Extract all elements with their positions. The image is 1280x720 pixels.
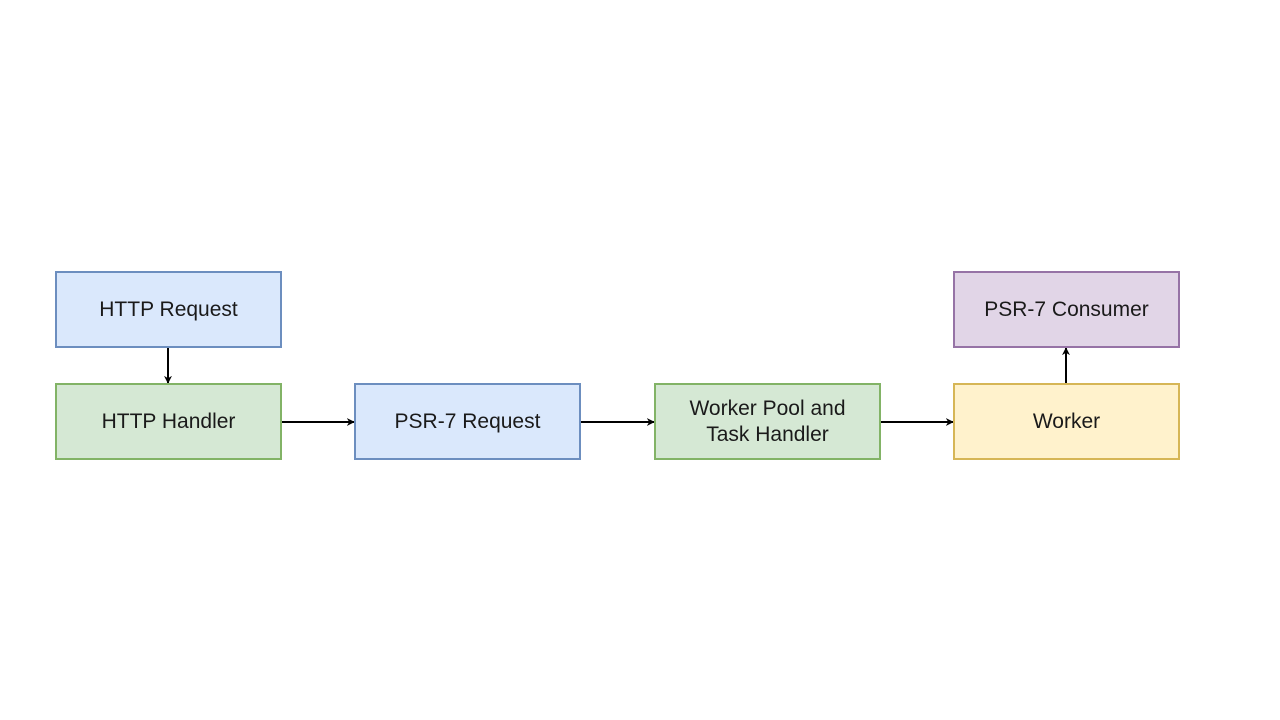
- node-worker: Worker: [953, 383, 1180, 460]
- node-psr7-request: PSR-7 Request: [354, 383, 581, 460]
- node-http-request: HTTP Request: [55, 271, 282, 348]
- node-worker-pool-and-task-handler: Worker Pool and Task Handler: [654, 383, 881, 460]
- node-psr7-consumer-label: PSR-7 Consumer: [984, 297, 1149, 321]
- node-worker-pool-label: Worker Pool and Task Handler: [689, 396, 846, 446]
- node-http-handler: HTTP Handler: [55, 383, 282, 460]
- node-worker-label: Worker: [1032, 409, 1101, 433]
- node-psr7-consumer: PSR-7 Consumer: [953, 271, 1180, 348]
- node-http-request-label: HTTP Request: [99, 297, 238, 321]
- node-psr7-request-label: PSR-7 Request: [394, 409, 541, 433]
- node-http-handler-label: HTTP Handler: [101, 409, 236, 433]
